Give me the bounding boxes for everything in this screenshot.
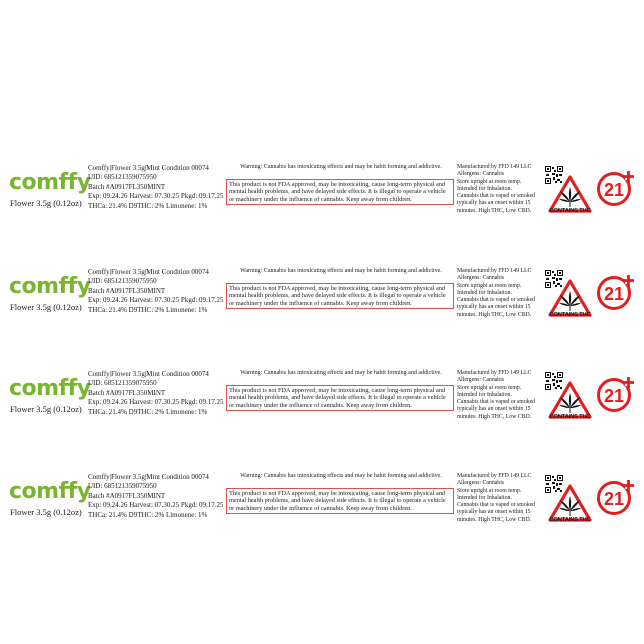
manufacturer-info: Manufactured by FFD 149 LLC Allergens: C… [457,164,549,215]
brand-size: Flower 3.5g (0.12oz) [10,198,82,208]
contains-thc-label: CONTAINS THC [549,312,591,318]
info-line: Exp: 09.24.26 Harvest: 07.30.25 Pkgd: 09… [88,501,224,510]
mfg-line: Allergens: Cannabis [457,171,505,178]
contains-thc-label: CONTAINS THC [549,208,591,214]
age-21-plus-icon: 21 [596,273,634,311]
info-line: Exp: 09.24.26 Harvest: 07.30.25 Pkgd: 09… [88,296,224,305]
mfg-line: Store upright at room temp. [457,384,522,391]
product-label: comffy Flower 3.5g (0.12oz) Comffy|Flowe… [0,471,644,533]
brand-size: Flower 3.5g (0.12oz) [10,507,82,517]
mfg-line: Allergens: Cannabis [457,377,505,384]
age-21-plus-icon: 21 [596,375,634,413]
manufacturer-info: Manufactured by FFD 149 LLC Allergens: C… [457,370,549,421]
mfg-line: minutes. High THC, Low CBD. [457,311,532,318]
info-line: UID: 685121359075950 [88,379,157,388]
product-info: Comffy|Flower 3.5g|Mint Condition 00074 … [88,268,224,315]
mfg-line: Cannabis that is vaped or smoked [457,502,536,509]
contains-thc-label: CONTAINS THC [549,517,591,523]
warning-text: Warning: Cannabis has intoxicating effec… [240,473,442,479]
age-number: 21 [604,180,624,200]
product-info: Comffy|Flower 3.5g|Mint Condition 00074 … [88,370,224,417]
mfg-line: Store upright at room temp. [457,178,522,185]
warning-text: Warning: Cannabis has intoxicating effec… [240,164,442,170]
mfg-line: minutes. High THC, Low CBD. [457,413,532,420]
age-number: 21 [604,489,624,509]
mfg-line: Allergens: Cannabis [457,275,505,282]
cannabis-warning-triangle-icon [548,175,592,213]
mfg-line: Intended for Inhalation. [457,185,512,192]
info-line: THCa: 21.4% D9THC: 2% Limonene: 1% [88,510,208,519]
info-line: THCa: 21.4% D9THC: 2% Limonene: 1% [88,407,208,416]
cannabis-warning-triangle-icon [548,279,592,317]
brand-size: Flower 3.5g (0.12oz) [10,302,82,312]
cannabis-warning-triangle-icon [548,381,592,419]
brand-logo: comffy [9,479,91,504]
age-21-plus-icon: 21 [596,169,634,207]
info-line: UID: 685121359075950 [88,173,157,182]
mfg-line: Store upright at room temp. [457,487,522,494]
mfg-line: Manufactured by FFD 149 LLC [457,370,532,376]
contains-thc-label: CONTAINS THC [549,414,591,420]
info-line: UID: 685121359075950 [88,482,157,491]
mfg-line: typically has an onset within 15 [457,509,531,516]
info-line: Comffy|Flower 3.5g|Mint Condition 00074 [88,164,209,172]
manufacturer-info: Manufactured by FFD 149 LLC Allergens: C… [457,268,549,319]
age-number: 21 [604,284,624,304]
info-line: Batch #A0917FL350MINT [88,286,166,295]
mfg-line: Intended for Inhalation. [457,494,512,501]
mfg-line: minutes. High THC, Low CBD. [457,207,532,214]
info-line: Comffy|Flower 3.5g|Mint Condition 00074 [88,268,209,276]
mfg-line: Store upright at room temp. [457,282,522,289]
info-line: UID: 685121359075950 [88,277,157,286]
manufacturer-info: Manufactured by FFD 149 LLC Allergens: C… [457,473,549,524]
mfg-line: Cannabis that is vaped or smoked [457,399,536,406]
info-line: Exp: 09.24.26 Harvest: 07.30.25 Pkgd: 09… [88,192,224,201]
qr-code-icon [545,372,563,390]
mfg-line: Manufactured by FFD 149 LLC [457,473,532,479]
info-line: Exp: 09.24.26 Harvest: 07.30.25 Pkgd: 09… [88,398,224,407]
brand-size: Flower 3.5g (0.12oz) [10,404,82,414]
mfg-line: Intended for Inhalation. [457,391,512,398]
mfg-line: Manufactured by FFD 149 LLC [457,268,532,274]
cannabis-warning-triangle-icon [548,484,592,522]
mfg-line: typically has an onset within 15 [457,304,531,311]
info-line: Comffy|Flower 3.5g|Mint Condition 00074 [88,473,209,481]
warning-box: This product is not FDA approved, may be… [226,283,454,310]
qr-code-icon [545,166,563,184]
qr-code-icon [545,475,563,493]
info-line: THCa: 21.4% D9THC: 2% Limonene: 1% [88,201,208,210]
info-line: Batch #A0917FL350MINT [88,182,166,191]
product-label: comffy Flower 3.5g (0.12oz) Comffy|Flowe… [0,162,644,224]
warning-box: This product is not FDA approved, may be… [226,488,454,515]
product-info: Comffy|Flower 3.5g|Mint Condition 00074 … [88,164,224,211]
mfg-line: Allergens: Cannabis [457,480,505,487]
warning-text: Warning: Cannabis has intoxicating effec… [240,370,442,376]
info-line: Batch #A0917FL350MINT [88,491,166,500]
brand-logo: comffy [9,376,91,401]
product-label: comffy Flower 3.5g (0.12oz) Comffy|Flowe… [0,266,644,328]
age-number: 21 [604,386,624,406]
age-21-plus-icon: 21 [596,478,634,516]
warning-text: Warning: Cannabis has intoxicating effec… [240,268,442,274]
warning-box: This product is not FDA approved, may be… [226,179,454,206]
info-line: THCa: 21.4% D9THC: 2% Limonene: 1% [88,305,208,314]
info-line: Comffy|Flower 3.5g|Mint Condition 00074 [88,370,209,378]
product-label: comffy Flower 3.5g (0.12oz) Comffy|Flowe… [0,368,644,430]
mfg-line: Cannabis that is vaped or smoked [457,297,536,304]
product-info: Comffy|Flower 3.5g|Mint Condition 00074 … [88,473,224,520]
mfg-line: Cannabis that is vaped or smoked [457,193,536,200]
info-line: Batch #A0917FL350MINT [88,388,166,397]
brand-logo: comffy [9,274,91,299]
qr-code-icon [545,270,563,288]
warning-box: This product is not FDA approved, may be… [226,385,454,412]
mfg-line: typically has an onset within 15 [457,406,531,413]
mfg-line: minutes. High THC, Low CBD. [457,516,532,523]
mfg-line: typically has an onset within 15 [457,200,531,207]
brand-logo: comffy [9,170,91,195]
mfg-line: Intended for Inhalation. [457,289,512,296]
mfg-line: Manufactured by FFD 149 LLC [457,164,532,170]
